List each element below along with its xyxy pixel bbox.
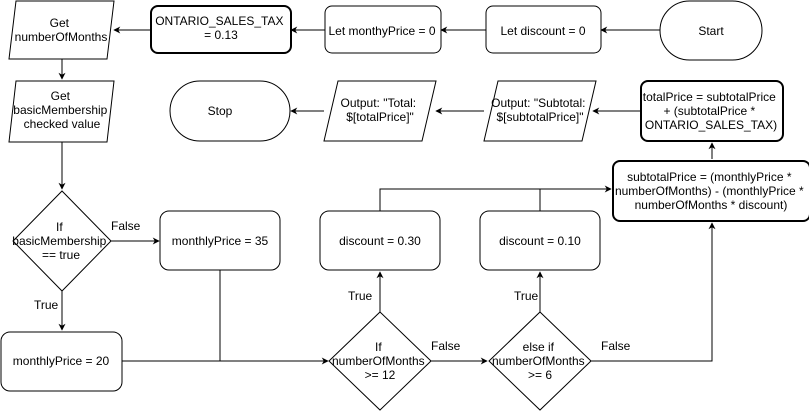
if-12-decision	[328, 311, 432, 411]
edge-elseif6-false	[591, 222, 716, 362]
discount-10-box	[479, 210, 601, 271]
monthly-20-label: monthlyPrice = 20	[13, 354, 110, 368]
edge-label-if12-false: False	[431, 339, 461, 353]
get-basic-input	[8, 80, 115, 143]
if-basic-decision	[12, 190, 112, 292]
total-box	[640, 80, 784, 142]
elseif-6-decision	[488, 311, 592, 411]
output-subtotal	[483, 80, 597, 142]
get-basic-label: Get basicMembership checked value	[13, 89, 110, 131]
let-monthly-label: Let monthyPrice = 0	[328, 24, 435, 38]
monthly-35-label: monthlyPrice = 35	[172, 234, 269, 248]
output-subtotal-label: Output: "Subtotal: $[subtotalPrice]"	[491, 96, 589, 124]
get-months-label: Get numberOfMonths	[15, 16, 108, 44]
discount-30-box	[319, 210, 441, 271]
let-monthly-box	[324, 5, 442, 54]
start-terminal	[659, 0, 763, 61]
discount-30-label: discount = 0.30	[339, 234, 421, 248]
subtotal-box	[612, 160, 809, 222]
discount-10-label: discount = 0.10	[499, 234, 581, 248]
subtotal-label: subtotalPrice = (monthlyPrice * numberOf…	[615, 170, 807, 212]
output-total-label: Output: "Total: $[totalPrice]"	[341, 96, 420, 124]
edge-label-elseif6-false: False	[601, 339, 631, 353]
edge-label-basic-false: False	[111, 219, 141, 233]
stop-label: Stop	[208, 104, 233, 118]
monthly-35-box	[159, 210, 281, 271]
output-total	[323, 80, 437, 142]
let-discount-box	[485, 5, 602, 54]
monthly-20-box	[0, 331, 123, 392]
if-12-label: If numberOfMonths >= 12	[332, 340, 428, 382]
start-label: Start	[698, 24, 724, 38]
tax-constant-label: ONTARIO_SALES_TAX = 0.13	[155, 14, 287, 42]
tax-constant-box	[150, 5, 292, 54]
edge-label-if12-true: True	[348, 289, 373, 303]
if-basic-label: If basicMembership == true	[12, 220, 109, 262]
total-label: totalPrice = subtotalPrice + (subtotalPr…	[643, 90, 779, 132]
elseif-6-label: else if numberOfMonths >= 6	[492, 340, 588, 382]
stop-terminal	[169, 80, 291, 142]
edge-discount30-to-subtotal	[379, 185, 612, 211]
let-discount-label: Let discount = 0	[500, 24, 585, 38]
edge-label-basic-true: True	[34, 298, 59, 312]
edge-label-elseif6-true: True	[514, 289, 539, 303]
get-months-input	[8, 0, 115, 60]
